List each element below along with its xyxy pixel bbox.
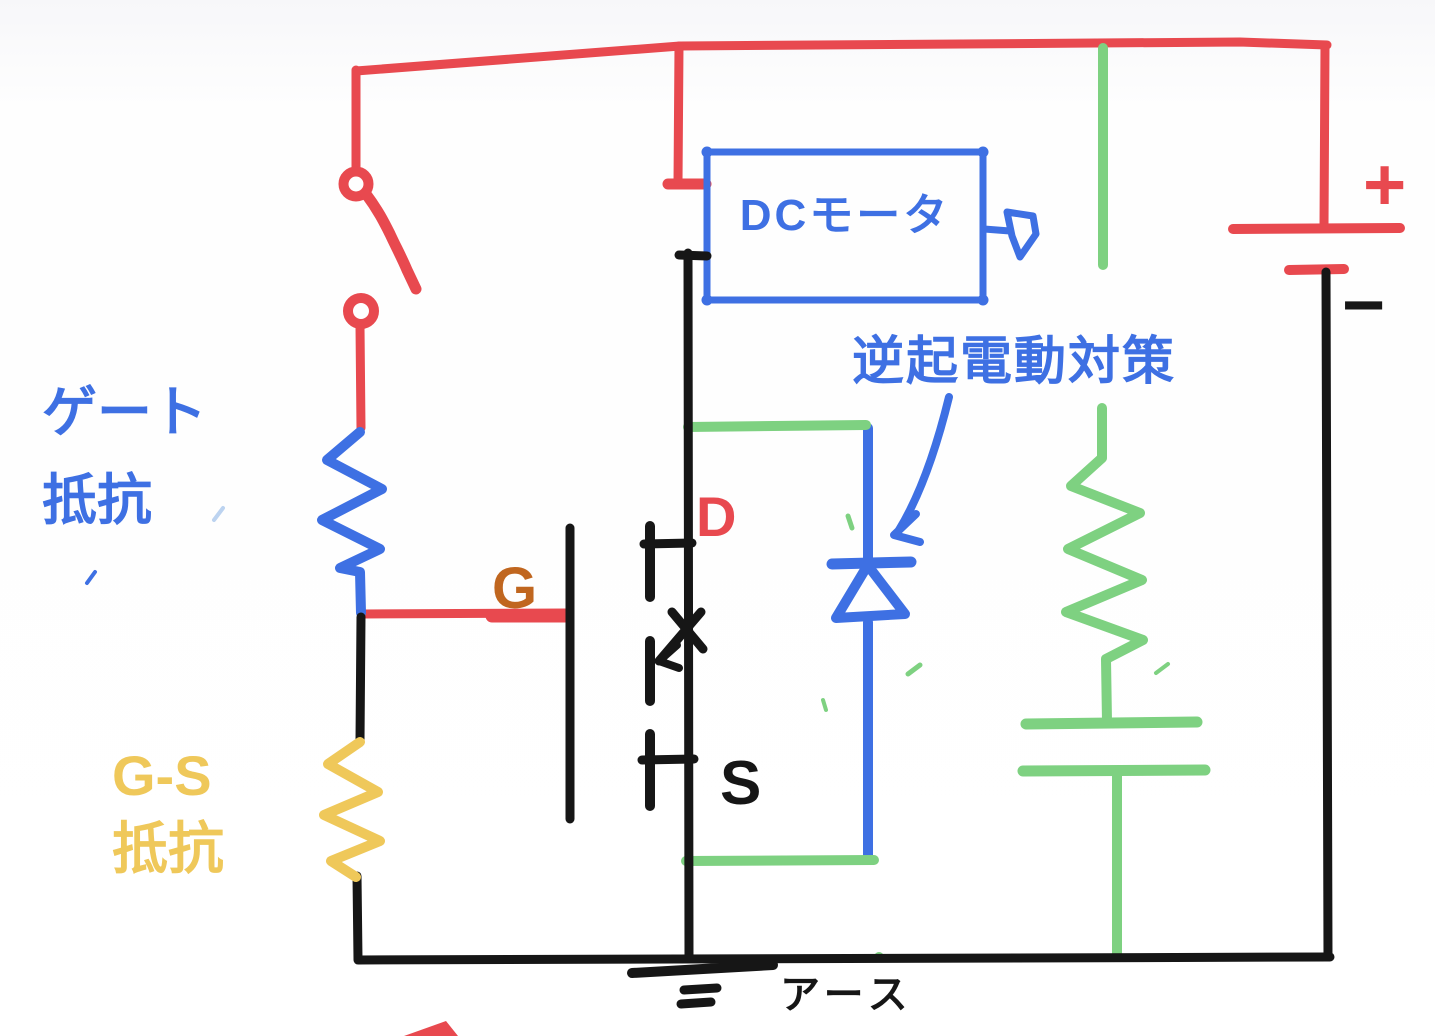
back-emf-annotation-arrow — [895, 393, 953, 534]
bottom-ground-rail-wire — [353, 952, 1335, 965]
motor-box-corner-dot — [977, 146, 989, 158]
gate-terminal-label: G — [492, 556, 538, 621]
red-wiring — [338, 37, 1405, 1036]
back-emf-label: 逆起電動対策 — [852, 333, 1177, 391]
switch-top-contact — [338, 166, 374, 202]
switch-lower-wire — [355, 321, 366, 433]
paint-speck — [845, 513, 855, 531]
switch-bottom-contact — [343, 293, 379, 329]
drain-terminal-label: D — [696, 485, 737, 548]
motor-label: DCモータ — [739, 191, 951, 240]
battery-positive-plate — [1228, 223, 1405, 234]
gs-resistor-lower-wire — [352, 871, 363, 964]
earth-label: アース — [780, 973, 914, 1017]
paint-speck — [821, 698, 828, 712]
stray-stroke-bottom — [404, 1021, 458, 1036]
battery-positive-wire — [1319, 40, 1330, 232]
motor-output-stub — [980, 225, 1014, 235]
black-parts — [352, 248, 1335, 1009]
yellow-parts — [319, 737, 385, 882]
paint-speck — [212, 506, 225, 522]
switch-lever — [360, 188, 422, 295]
diode-source-link-wire — [681, 855, 879, 866]
mosfet-body-arrowhead — [655, 641, 683, 672]
motor-feed-wire — [673, 41, 684, 188]
green-parts — [681, 43, 1211, 962]
capacitor-top-plate — [1020, 716, 1203, 730]
gate-resistor-symbol — [317, 427, 387, 618]
paint-speck — [85, 570, 97, 585]
gs-resistor-label: G-S 抵抗 — [112, 744, 224, 880]
battery-plus-label: + — [1363, 143, 1407, 226]
mosfet-body-arrow-cross — [667, 607, 708, 654]
mosfet-drain-bar — [639, 538, 697, 549]
paint-speck — [905, 662, 923, 677]
blue-parts — [85, 146, 1040, 864]
back-emf-arrowhead — [890, 510, 924, 546]
diode-drain-link-wire — [683, 420, 871, 432]
drain-source-main-wire — [683, 248, 694, 963]
battery-negative-plate — [1284, 264, 1349, 275]
snubber-resistor-symbol — [1061, 403, 1148, 727]
ground-symbol-bar-2 — [679, 983, 722, 995]
motor-box-corner-dot — [701, 294, 713, 306]
paint-speck — [1154, 662, 1170, 675]
source-terminal-label: S — [720, 749, 762, 818]
mosfet-source-bar — [637, 754, 699, 765]
motor-box-corner-dot — [701, 146, 713, 158]
battery-negative-wire — [1321, 267, 1333, 962]
motor-output-arrow-icon — [1003, 208, 1040, 261]
gate-resistor-label: ゲート 抵抗 — [42, 381, 208, 531]
diode-triangle — [831, 562, 910, 623]
gate-node-lower-wire — [355, 612, 366, 746]
battery-minus-label: − — [1342, 263, 1386, 346]
top-power-rail-wire — [351, 37, 1332, 76]
ground-symbol-bar-1 — [627, 960, 778, 978]
motor-return-tick — [674, 250, 712, 261]
ground-symbol-bar-3 — [676, 997, 716, 1009]
gs-resistor-symbol — [319, 737, 385, 882]
motor-box-corner-dot — [977, 294, 989, 306]
